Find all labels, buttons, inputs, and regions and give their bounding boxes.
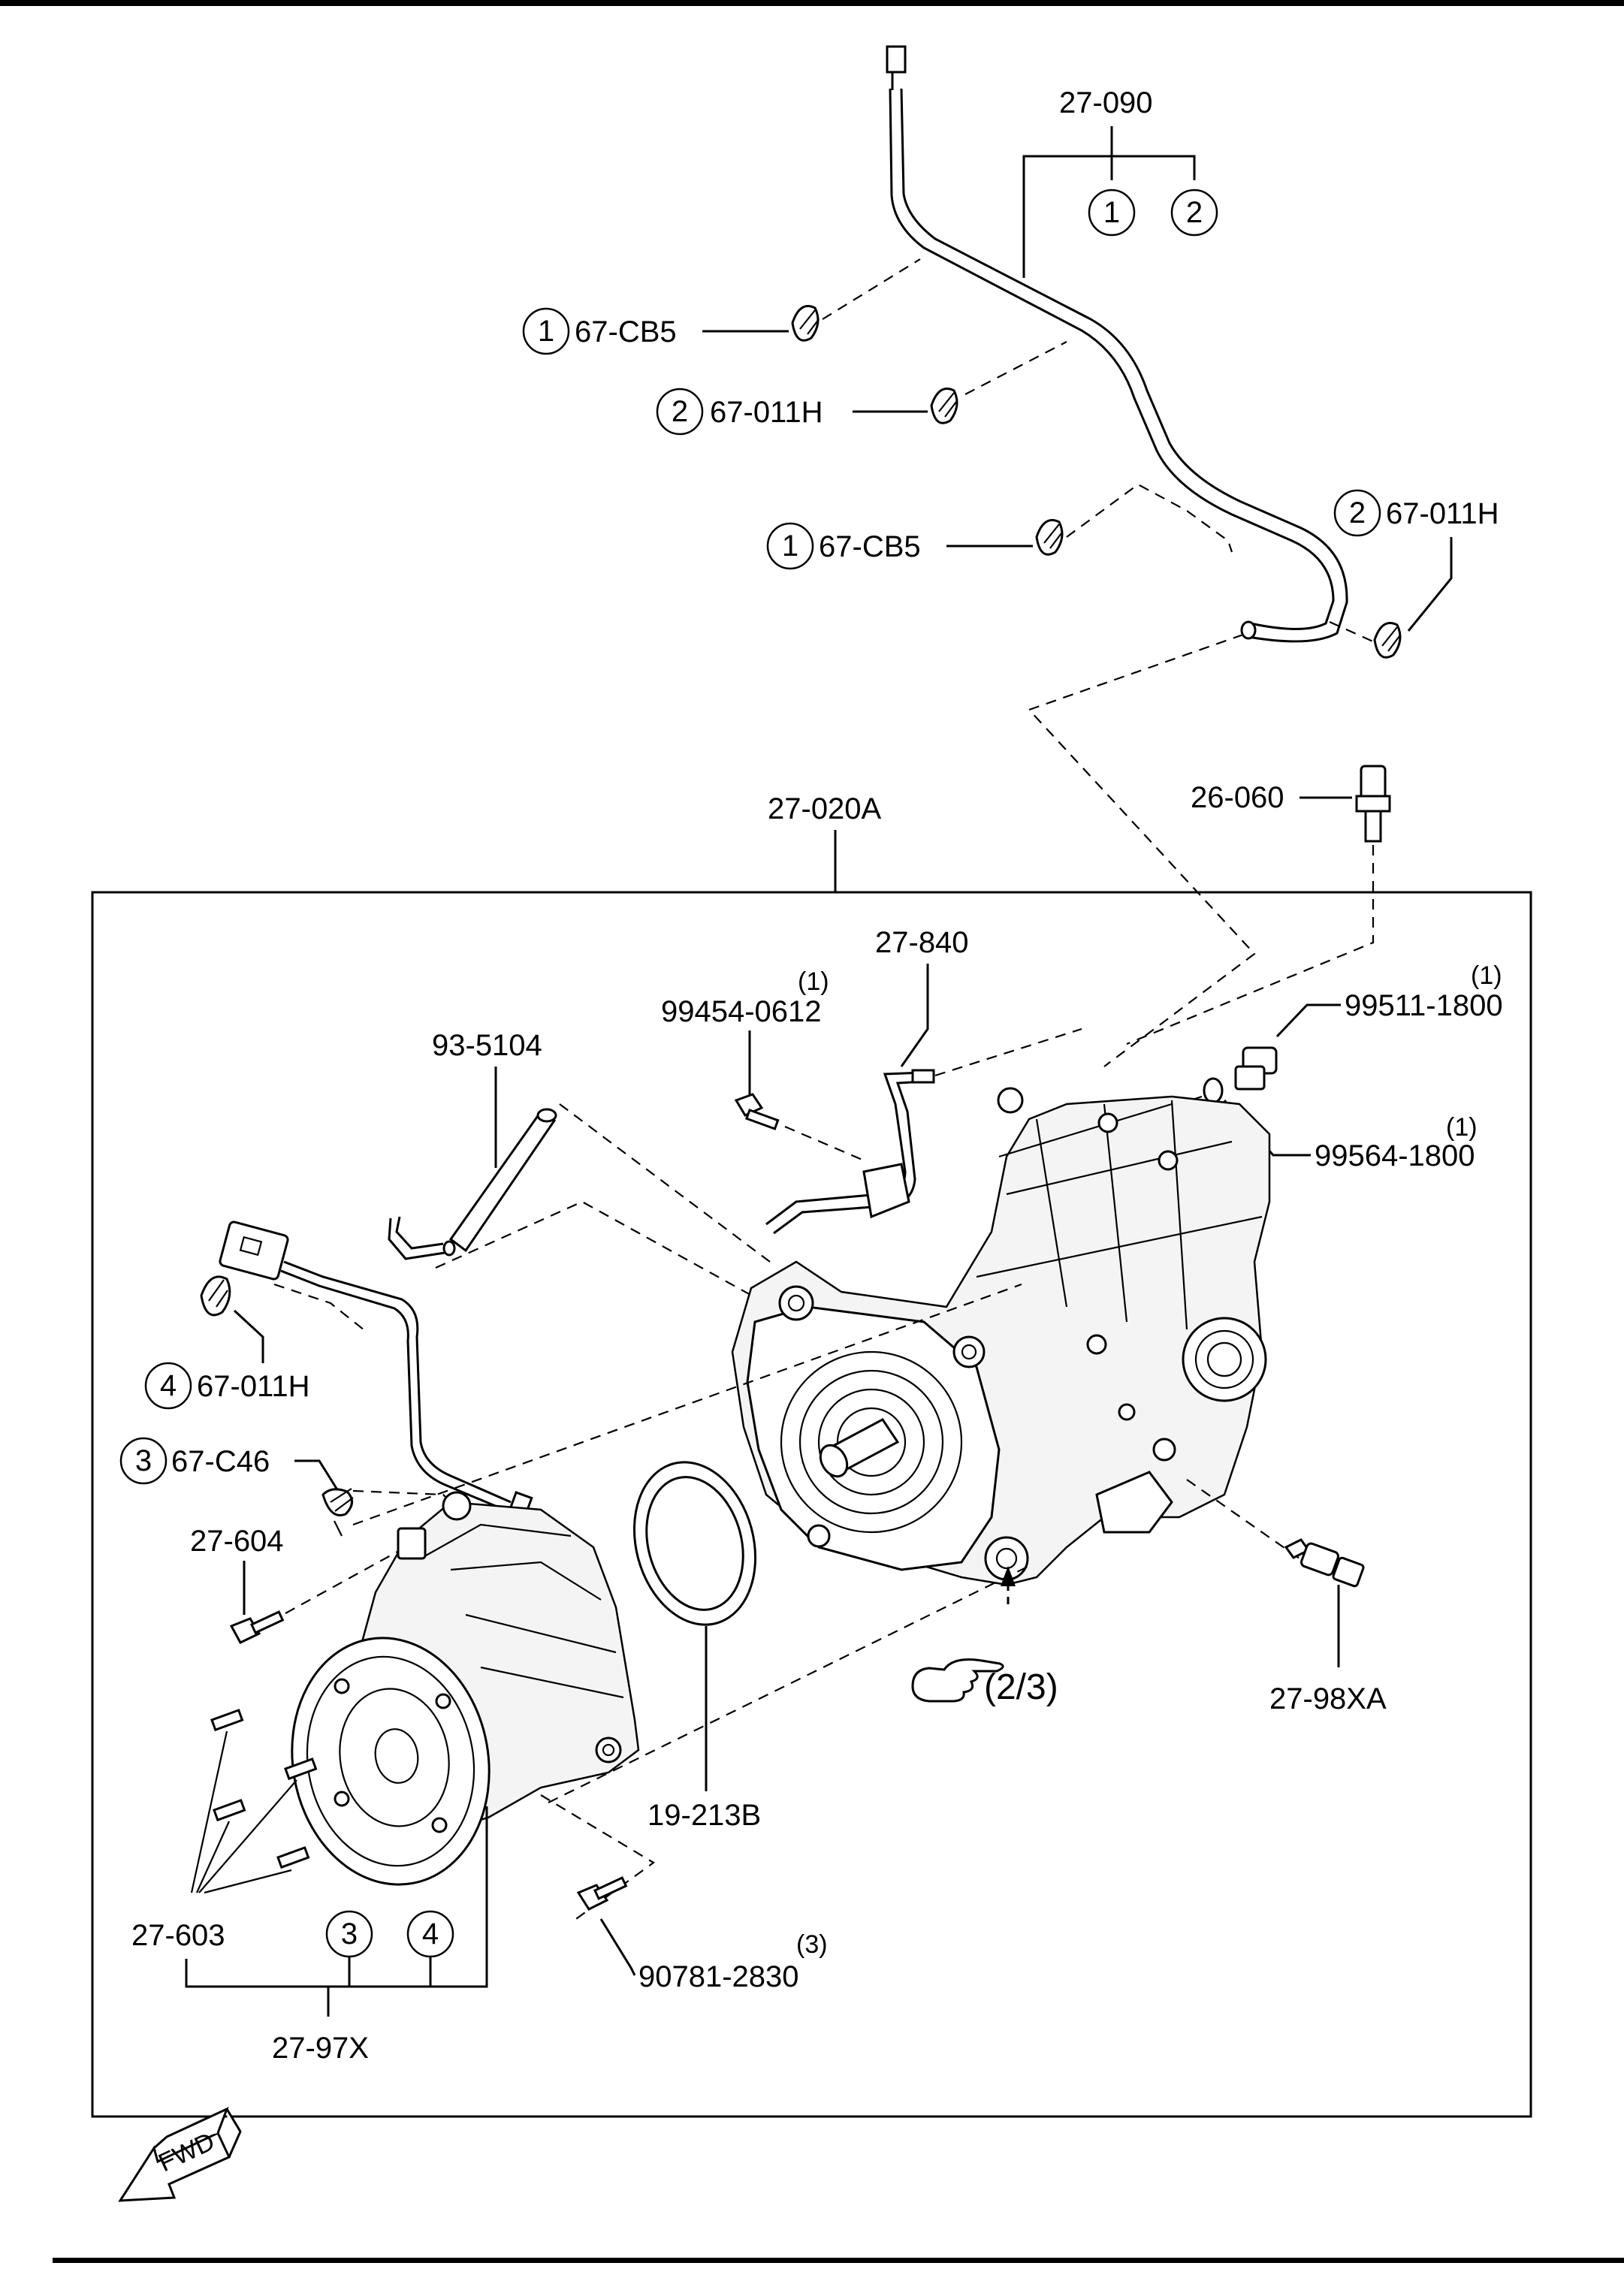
label-bolt-99454: 99454-0612 [661,995,822,1028]
label-vent-plug: 26-060 [1191,781,1284,814]
svg-text:1: 1 [538,315,554,348]
vent-plug-part [1355,765,1391,843]
svg-text:1: 1 [782,530,798,563]
hose-assembly [886,45,1348,643]
circled-ref-2 [1170,189,1218,237]
circled-ref-1-clip [522,307,570,355]
label-seal-19: 19-213B [647,1799,761,1832]
label-clip-c46: 67-C46 [171,1445,270,1478]
label-clip-011h-right: 67-011H [1386,497,1499,530]
clip-icon [1373,622,1402,659]
label-clip-cb5-top: 67-CB5 [575,315,677,348]
stud-603-part [210,1709,318,1869]
label-switch-98xa: 27-98XA [1269,1682,1387,1715]
fwd-arrow-icon: FWD [118,2107,242,2202]
label-clip-011h-top: 67-011H [710,396,823,429]
gasket-part [1203,1077,1224,1104]
svg-text:4: 4 [160,1369,177,1402]
seal-19-part [632,1461,757,1626]
label-actuator-97x: 27-97X [272,2032,369,2065]
bolt-90781-part [576,1876,628,1911]
label-hose-93: 93-5104 [432,1029,542,1062]
actuator-part [291,1491,640,1886]
hose-fitting [886,45,907,74]
clip-icon [930,388,958,424]
circled-ref-2-clip-right [1333,489,1381,537]
label-plug-99511-qty: (1) [1471,961,1502,990]
breather-pipe-part [765,1069,935,1235]
label-bolt-90781-qty: (3) [796,1930,828,1959]
svg-text:3: 3 [135,1444,152,1477]
label-plug-99511: 99511-1800 [1345,989,1503,1022]
svg-text:4: 4 [422,1917,439,1951]
clip-icon [200,1275,231,1317]
label-gasket-99564-qty: (1) [1446,1113,1478,1142]
svg-text:1: 1 [1103,196,1120,229]
label-clip-cb5-mid: 67-CB5 [819,530,921,563]
svg-text:2: 2 [672,395,688,428]
label-stud-603: 27-603 [131,1919,225,1952]
label-hose-assy: 27-090 [1059,86,1153,119]
transfer-case-body [731,1087,1271,1586]
circled-ref-2-clip [656,388,704,436]
label-clip-011h-left: 67-011H [197,1370,309,1403]
circled-ref-1-clip-mid [766,522,814,570]
clip-c46-part [321,1488,354,1537]
svg-text:2: 2 [1349,496,1366,530]
pointing-hand-icon [911,1658,1004,1703]
label-ref-page: (2/3) [984,1667,1058,1707]
clip-icon [791,305,820,342]
bolt-99454-part [734,1093,780,1130]
drain-plug-part [1234,1046,1278,1091]
switch-98xa-part [1284,1538,1365,1588]
top-rule [0,0,1624,6]
label-bolt-99454-qty: (1) [798,967,829,996]
svg-text:3: 3 [341,1917,358,1951]
assembly-frame [91,891,1532,2118]
bolt-604-part [229,1610,285,1644]
label-breather-pipe: 27-840 [875,926,969,959]
label-bolt-90781: 90781-2830 [638,1960,799,1993]
label-bolt-604: 27-604 [190,1525,284,1558]
circled-ref-3-clip [119,1437,168,1485]
circled-ref-1 [1088,189,1136,237]
harness-part [219,1220,533,1518]
label-gasket-99564: 99564-1800 [1315,1139,1475,1172]
clip-icon [1035,519,1064,556]
circled-ref-4-clip [144,1362,192,1410]
vent-hose-93-part [388,1108,557,1260]
label-transfer-case: 27-020A [768,792,882,825]
svg-text:2: 2 [1186,196,1203,229]
bottom-rule [53,2258,1624,2263]
